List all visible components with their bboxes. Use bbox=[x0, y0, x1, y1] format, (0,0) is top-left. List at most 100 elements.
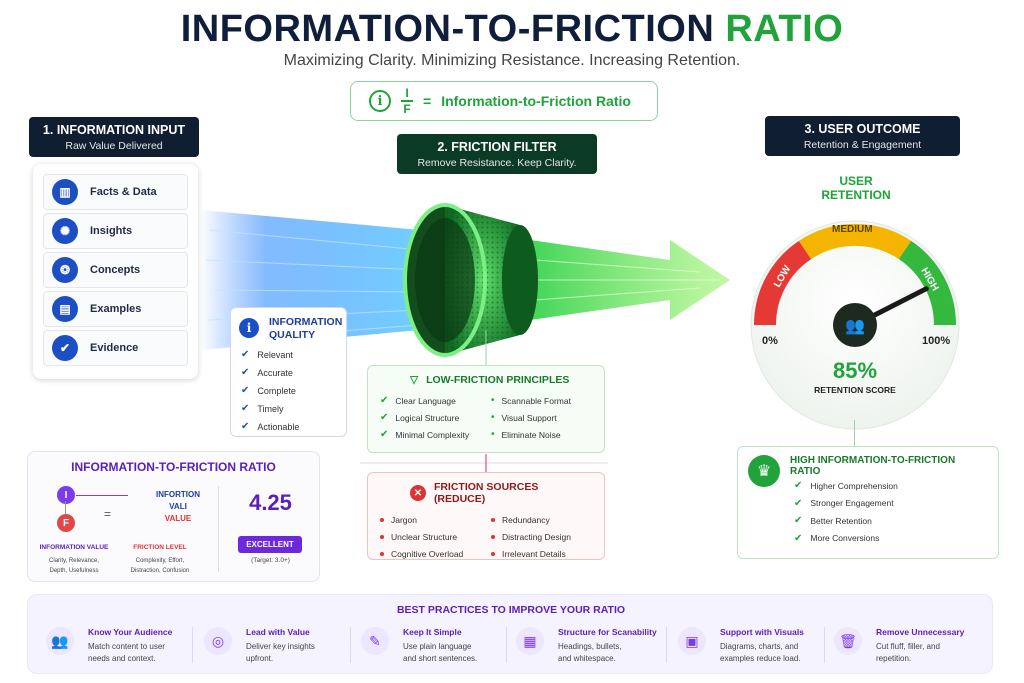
step2-subtitle: Remove Resistance. Keep Clarity. bbox=[417, 157, 577, 169]
list-item-label: Redundancy bbox=[502, 514, 550, 525]
desc-line: Clarity, Relevance, bbox=[49, 558, 99, 564]
list-item-label: More Conversions bbox=[810, 533, 880, 544]
gauge-title: USER RETENTION bbox=[821, 174, 891, 202]
section-title: LOW-FRICTION PRINCIPLES bbox=[426, 374, 570, 386]
info-value-desc: Clarity, Relevance, Depth, Usefulness bbox=[34, 556, 114, 576]
list-item-label: Concepts bbox=[90, 264, 141, 276]
list-item: Redundancy bbox=[491, 511, 592, 528]
practice-title: Lead with Value bbox=[246, 627, 310, 637]
practice-title: Structure for Scanability bbox=[558, 627, 657, 637]
dot-icon: • bbox=[491, 412, 495, 423]
friction-level-label: FRICTION LEVEL bbox=[133, 544, 187, 551]
bullet bbox=[380, 534, 384, 539]
step1-header: 1. INFORMATION INPUT Raw Value Delivered bbox=[29, 117, 199, 157]
friction-level-desc: Complexity, Effort,Distraction, Confusio… bbox=[120, 556, 200, 576]
desc-line: examples reduce load. bbox=[720, 654, 801, 663]
list-item-label: Minimal Complexity bbox=[395, 429, 470, 440]
list-item: Cognitive Overload bbox=[380, 545, 481, 562]
check-icon: ✔ bbox=[241, 367, 250, 378]
gauge-caption: RETENTION SCORE bbox=[814, 385, 896, 395]
list-item: ✺Insights bbox=[43, 213, 188, 249]
trophy-icon: ♛ bbox=[748, 455, 780, 487]
desc-line: Headings, bullets, bbox=[558, 642, 622, 651]
retention-gauge: LOW MEDIUM HIGH 👥 0% 100% 85% RETENTION … bbox=[750, 220, 960, 430]
section-header: ▽ LOW-FRICTION PRINCIPLES bbox=[410, 374, 592, 386]
dot-icon: • bbox=[491, 395, 495, 406]
list-item-label: Clear Language bbox=[395, 395, 456, 406]
info-icon: i bbox=[239, 318, 259, 338]
dot-icon: • bbox=[491, 429, 495, 440]
list-item-label: Logical Structure bbox=[395, 412, 460, 423]
gauge-hub bbox=[833, 303, 877, 347]
title-accent: RATIO bbox=[725, 8, 844, 50]
list-item: ❂Concepts bbox=[43, 252, 188, 288]
desc-line: Depth, Usefulness bbox=[49, 568, 99, 574]
list-item-label: Relevant bbox=[257, 349, 293, 360]
desc-line: Match content to user bbox=[88, 642, 165, 651]
ratio-target: (Target: 3.0+) bbox=[251, 557, 290, 564]
list-item: ▤ Examples bbox=[43, 291, 188, 327]
list-item-label: Examples bbox=[90, 303, 142, 315]
practice-desc: Headings, bullets, and whitespace. bbox=[558, 641, 668, 665]
ratio-frac-line: VALUE bbox=[164, 514, 192, 523]
quality-title: INFORMATION QUALITY bbox=[269, 316, 343, 341]
practice-title: Keep It Simple bbox=[403, 627, 462, 637]
list-item: Distracting Design bbox=[491, 528, 592, 545]
ratio-box: INFORMATION-TO-FRICTION RATIO I F = INFO… bbox=[27, 451, 320, 582]
list-item-label: Scannable Format bbox=[501, 395, 571, 406]
list-item-label: Unclear Structure bbox=[391, 531, 458, 542]
document-icon: ▤ bbox=[52, 296, 78, 322]
list-item: ✔Better Retention bbox=[750, 512, 986, 530]
ratio-equals: = bbox=[104, 507, 112, 521]
list-item-label: Complete bbox=[257, 385, 296, 396]
filter-icon: ▽ bbox=[410, 374, 419, 386]
bullet bbox=[380, 551, 384, 556]
best-practices-title: BEST PRACTICES TO IMPROVE YOUR RATIO bbox=[396, 604, 626, 616]
section-title: FRICTION SOURCES (REDUCE) bbox=[433, 481, 539, 505]
ratio-fraction-text: INFORTION VALI VALUE bbox=[138, 489, 218, 525]
gauge-medium-label: MEDIUM bbox=[832, 224, 873, 235]
list-item-label: Visual Support bbox=[501, 412, 557, 423]
list-item-label: Accurate bbox=[257, 367, 293, 378]
friction-sources-box: ✕ FRICTION SOURCES (REDUCE) Jargon Redund… bbox=[367, 472, 605, 560]
bullet bbox=[491, 517, 495, 522]
check-icon: ✔ bbox=[380, 429, 389, 440]
page-title: INFORMATION-TO-FRICTION RATIO bbox=[0, 8, 1024, 51]
step3-subtitle: Retention & Engagement bbox=[803, 139, 922, 151]
formula-numerator: I bbox=[405, 86, 409, 101]
ratio-i-badge: I bbox=[57, 486, 75, 504]
best-practices-bar: BEST PRACTICES TO IMPROVE YOUR RATIO 👥Kn… bbox=[27, 594, 993, 674]
status-badge: EXCELLENT bbox=[238, 536, 302, 553]
close-circle-icon: ✕ bbox=[410, 485, 426, 501]
list-item: ✔Complete bbox=[241, 385, 336, 396]
desc-line: and short sentences. bbox=[403, 654, 478, 663]
info-value-label: INFORMATION VALUE bbox=[39, 544, 109, 551]
bullet bbox=[380, 517, 384, 522]
formula-label: Information-to-Friction Ratio bbox=[441, 93, 631, 109]
check-icon: ✔ bbox=[794, 515, 803, 527]
step1-subtitle: Raw Value Delivered bbox=[65, 140, 163, 152]
list-item: ▥Facts & Data bbox=[43, 174, 188, 210]
layout-icon: ▦ bbox=[516, 627, 544, 655]
gauge-min-label: 0% bbox=[762, 335, 778, 347]
list-item-label: Stronger Engagement bbox=[810, 498, 894, 509]
outcome-title: HIGH INFORMATION-TO-FRICTION RATIO bbox=[790, 455, 956, 477]
list-item-label: Evidence bbox=[90, 342, 139, 354]
list-item: Jargon bbox=[380, 511, 481, 528]
list-item: ✔Higher Comprehension bbox=[750, 477, 986, 495]
list-item: ✔Actionable bbox=[241, 421, 336, 432]
trash-icon: 🗑 bbox=[834, 627, 862, 655]
outcome-box: ♛ HIGH INFORMATION-TO-FRICTION RATIO ✔Hi… bbox=[737, 446, 999, 559]
step2-title: 2. FRICTION FILTER bbox=[437, 140, 557, 154]
check-icon: ✔ bbox=[794, 497, 803, 509]
desc-line: and whitespace. bbox=[558, 654, 616, 663]
list-item-label: Timely bbox=[257, 403, 284, 414]
check-icon: ✔ bbox=[380, 412, 389, 423]
step3-header: 3. USER OUTCOME Retention & Engagement bbox=[765, 116, 960, 156]
list-item: •Eliminate Noise bbox=[491, 426, 592, 443]
